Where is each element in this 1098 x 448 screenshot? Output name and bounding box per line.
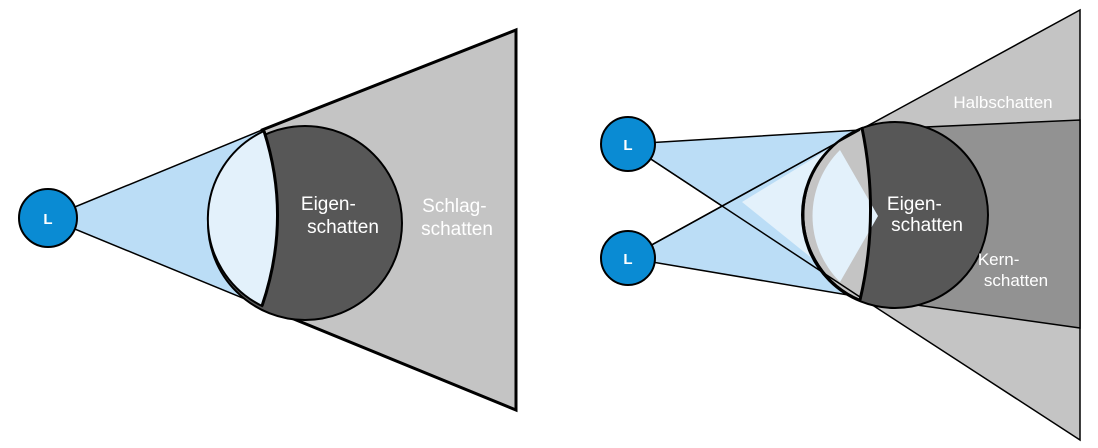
light-source-top	[600, 116, 656, 172]
light-source-bottom	[600, 230, 656, 286]
sphere-lit-face-right	[812, 150, 878, 282]
self-shadow-label: Eigen- schatten	[301, 194, 379, 238]
ray-top-to-bottom	[627, 143, 861, 298]
two-source-diagram: L L Eigen- schatten Halbschatten Kern- s…	[600, 8, 1081, 442]
self-shadow-label-right: Eigen- schatten	[887, 194, 963, 236]
cast-shadow-label: Schlag- schatten	[421, 196, 493, 240]
single-source-diagram: L Eigen- schatten Schlag- schatten	[18, 27, 518, 413]
light-source-top-label: L	[623, 137, 632, 154]
umbra-label: Kern- schatten	[978, 250, 1048, 290]
ray-bottom-to-top	[627, 129, 861, 259]
light-source	[18, 188, 78, 248]
terminator-line-right	[858, 127, 872, 301]
light-source-bottom-label: L	[623, 251, 632, 268]
penumbra-label: Halbschatten	[953, 93, 1052, 112]
light-source-label: L	[43, 211, 52, 228]
terminator-line	[260, 130, 279, 307]
